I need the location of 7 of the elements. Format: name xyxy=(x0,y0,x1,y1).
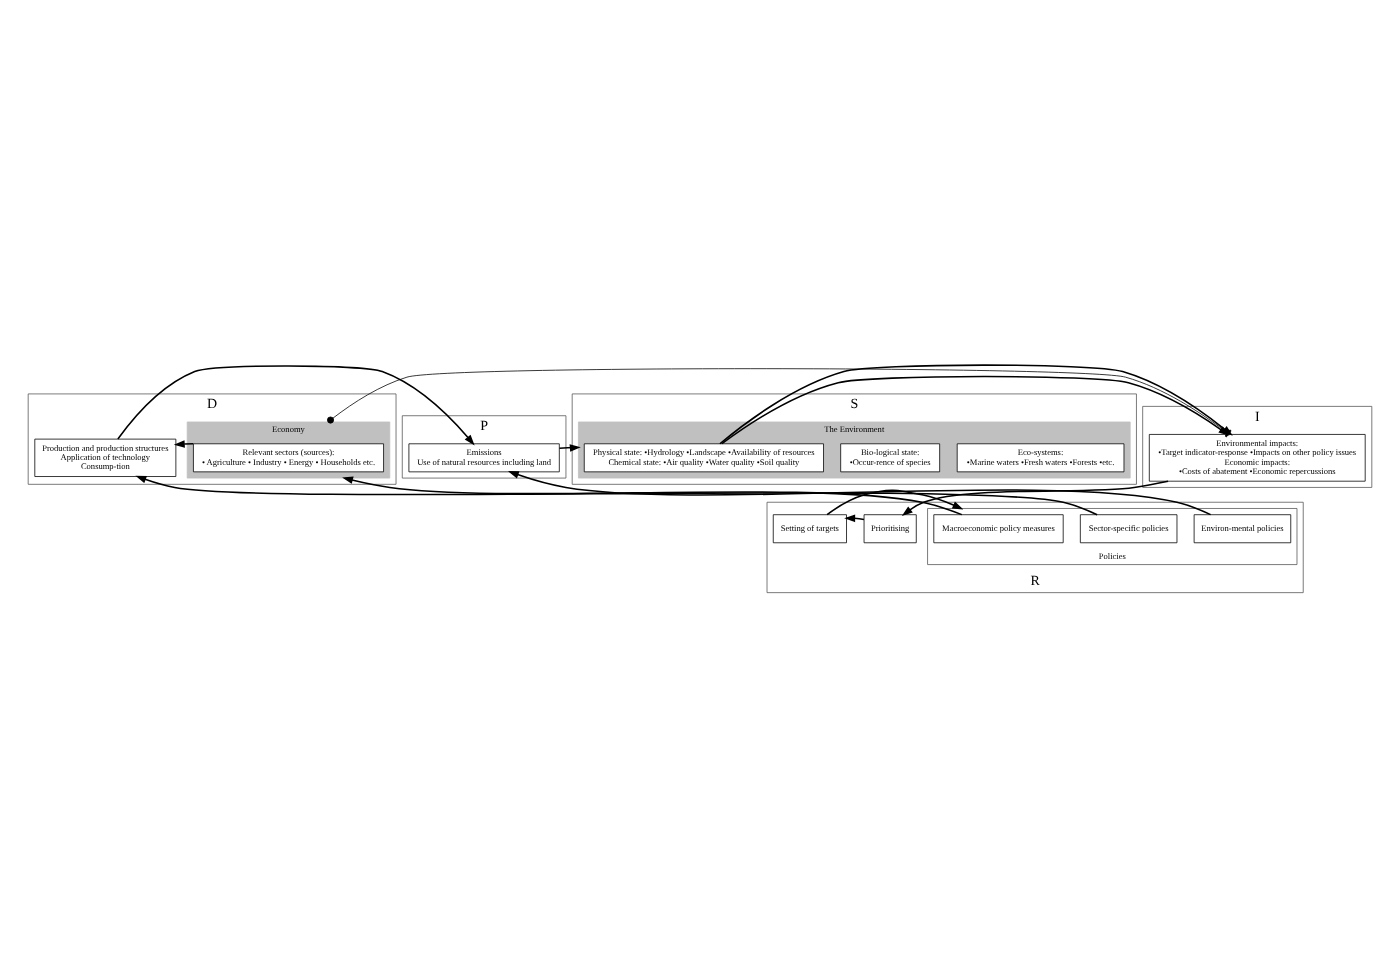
arrow xyxy=(901,480,1169,517)
arrow xyxy=(135,475,1098,516)
arrow xyxy=(173,440,195,448)
arrow xyxy=(507,471,1212,516)
arrow xyxy=(826,489,964,516)
arrow xyxy=(342,476,963,516)
arrow xyxy=(117,365,475,446)
